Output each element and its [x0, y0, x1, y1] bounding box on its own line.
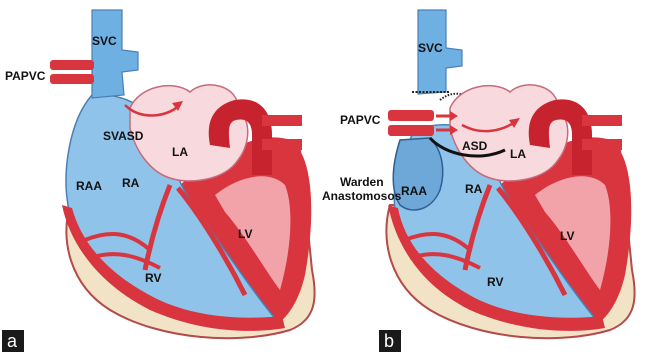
label-svasd: SVASD	[103, 129, 144, 143]
label-warden-line1: Warden	[340, 175, 384, 189]
label-rv: RV	[145, 271, 161, 285]
papvc-vessel-lower	[388, 125, 434, 136]
svc-vessel	[92, 10, 138, 98]
label-svc: SVC	[418, 41, 443, 55]
pulmonary-artery-lower	[582, 139, 622, 150]
label-asd: ASD	[462, 139, 488, 153]
papvc-vessel-lower	[50, 74, 94, 84]
label-ra: RA	[465, 182, 483, 196]
label-ra: RA	[122, 176, 140, 190]
panel-b: SVC PAPVC ASD LA Warden Anastomosos RAA …	[322, 10, 635, 352]
label-raa: RAA	[401, 184, 427, 198]
panel-a: SVC PAPVC SVASD LA RAA RA LV RV a	[2, 10, 315, 352]
label-papvc: PAPVC	[340, 113, 381, 127]
pulmonary-artery-lower	[262, 139, 302, 150]
pulmonary-artery-upper	[582, 115, 622, 126]
label-papvc: PAPVC	[5, 69, 46, 83]
panel-tag-a: a	[7, 331, 18, 351]
pulmonary-artery-upper	[262, 115, 302, 126]
label-la: LA	[172, 145, 188, 159]
panel-tag-b: b	[384, 331, 394, 351]
label-rv: RV	[487, 275, 503, 289]
papvc-vessel-upper	[50, 60, 94, 70]
label-lv: LV	[560, 229, 574, 243]
label-la: LA	[510, 147, 526, 161]
label-svc: SVC	[92, 34, 117, 48]
label-lv: LV	[238, 227, 252, 241]
label-raa: RAA	[76, 179, 102, 193]
papvc-vessel-upper	[388, 110, 434, 121]
label-warden-line2: Anastomosos	[322, 189, 402, 203]
